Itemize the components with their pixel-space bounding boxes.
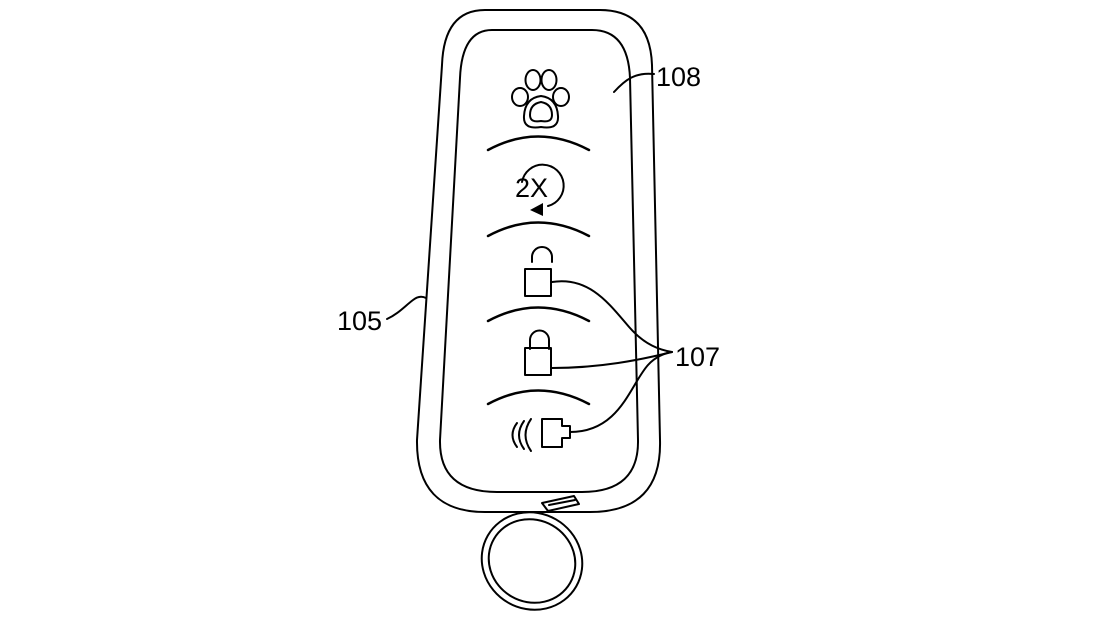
remote-start-icon[interactable] bbox=[511, 418, 571, 452]
button-separators bbox=[486, 135, 591, 406]
label-108: 108 bbox=[656, 62, 701, 92]
label-105: 105 bbox=[337, 306, 382, 336]
leader-line-105 bbox=[386, 295, 427, 320]
leader-line-108 bbox=[613, 72, 655, 93]
fob-cover-outline bbox=[438, 29, 640, 493]
double-press-icon[interactable]: 2X bbox=[515, 163, 565, 216]
label-107: 107 bbox=[675, 342, 720, 372]
fob-housing-outline bbox=[415, 9, 662, 513]
key-ring bbox=[480, 495, 584, 611]
lock-icon[interactable] bbox=[524, 329, 552, 376]
leader-lines-107 bbox=[551, 280, 673, 433]
double-press-label: 2X bbox=[515, 173, 548, 203]
paw-icon[interactable] bbox=[511, 69, 570, 129]
unlock-icon[interactable] bbox=[524, 246, 553, 297]
